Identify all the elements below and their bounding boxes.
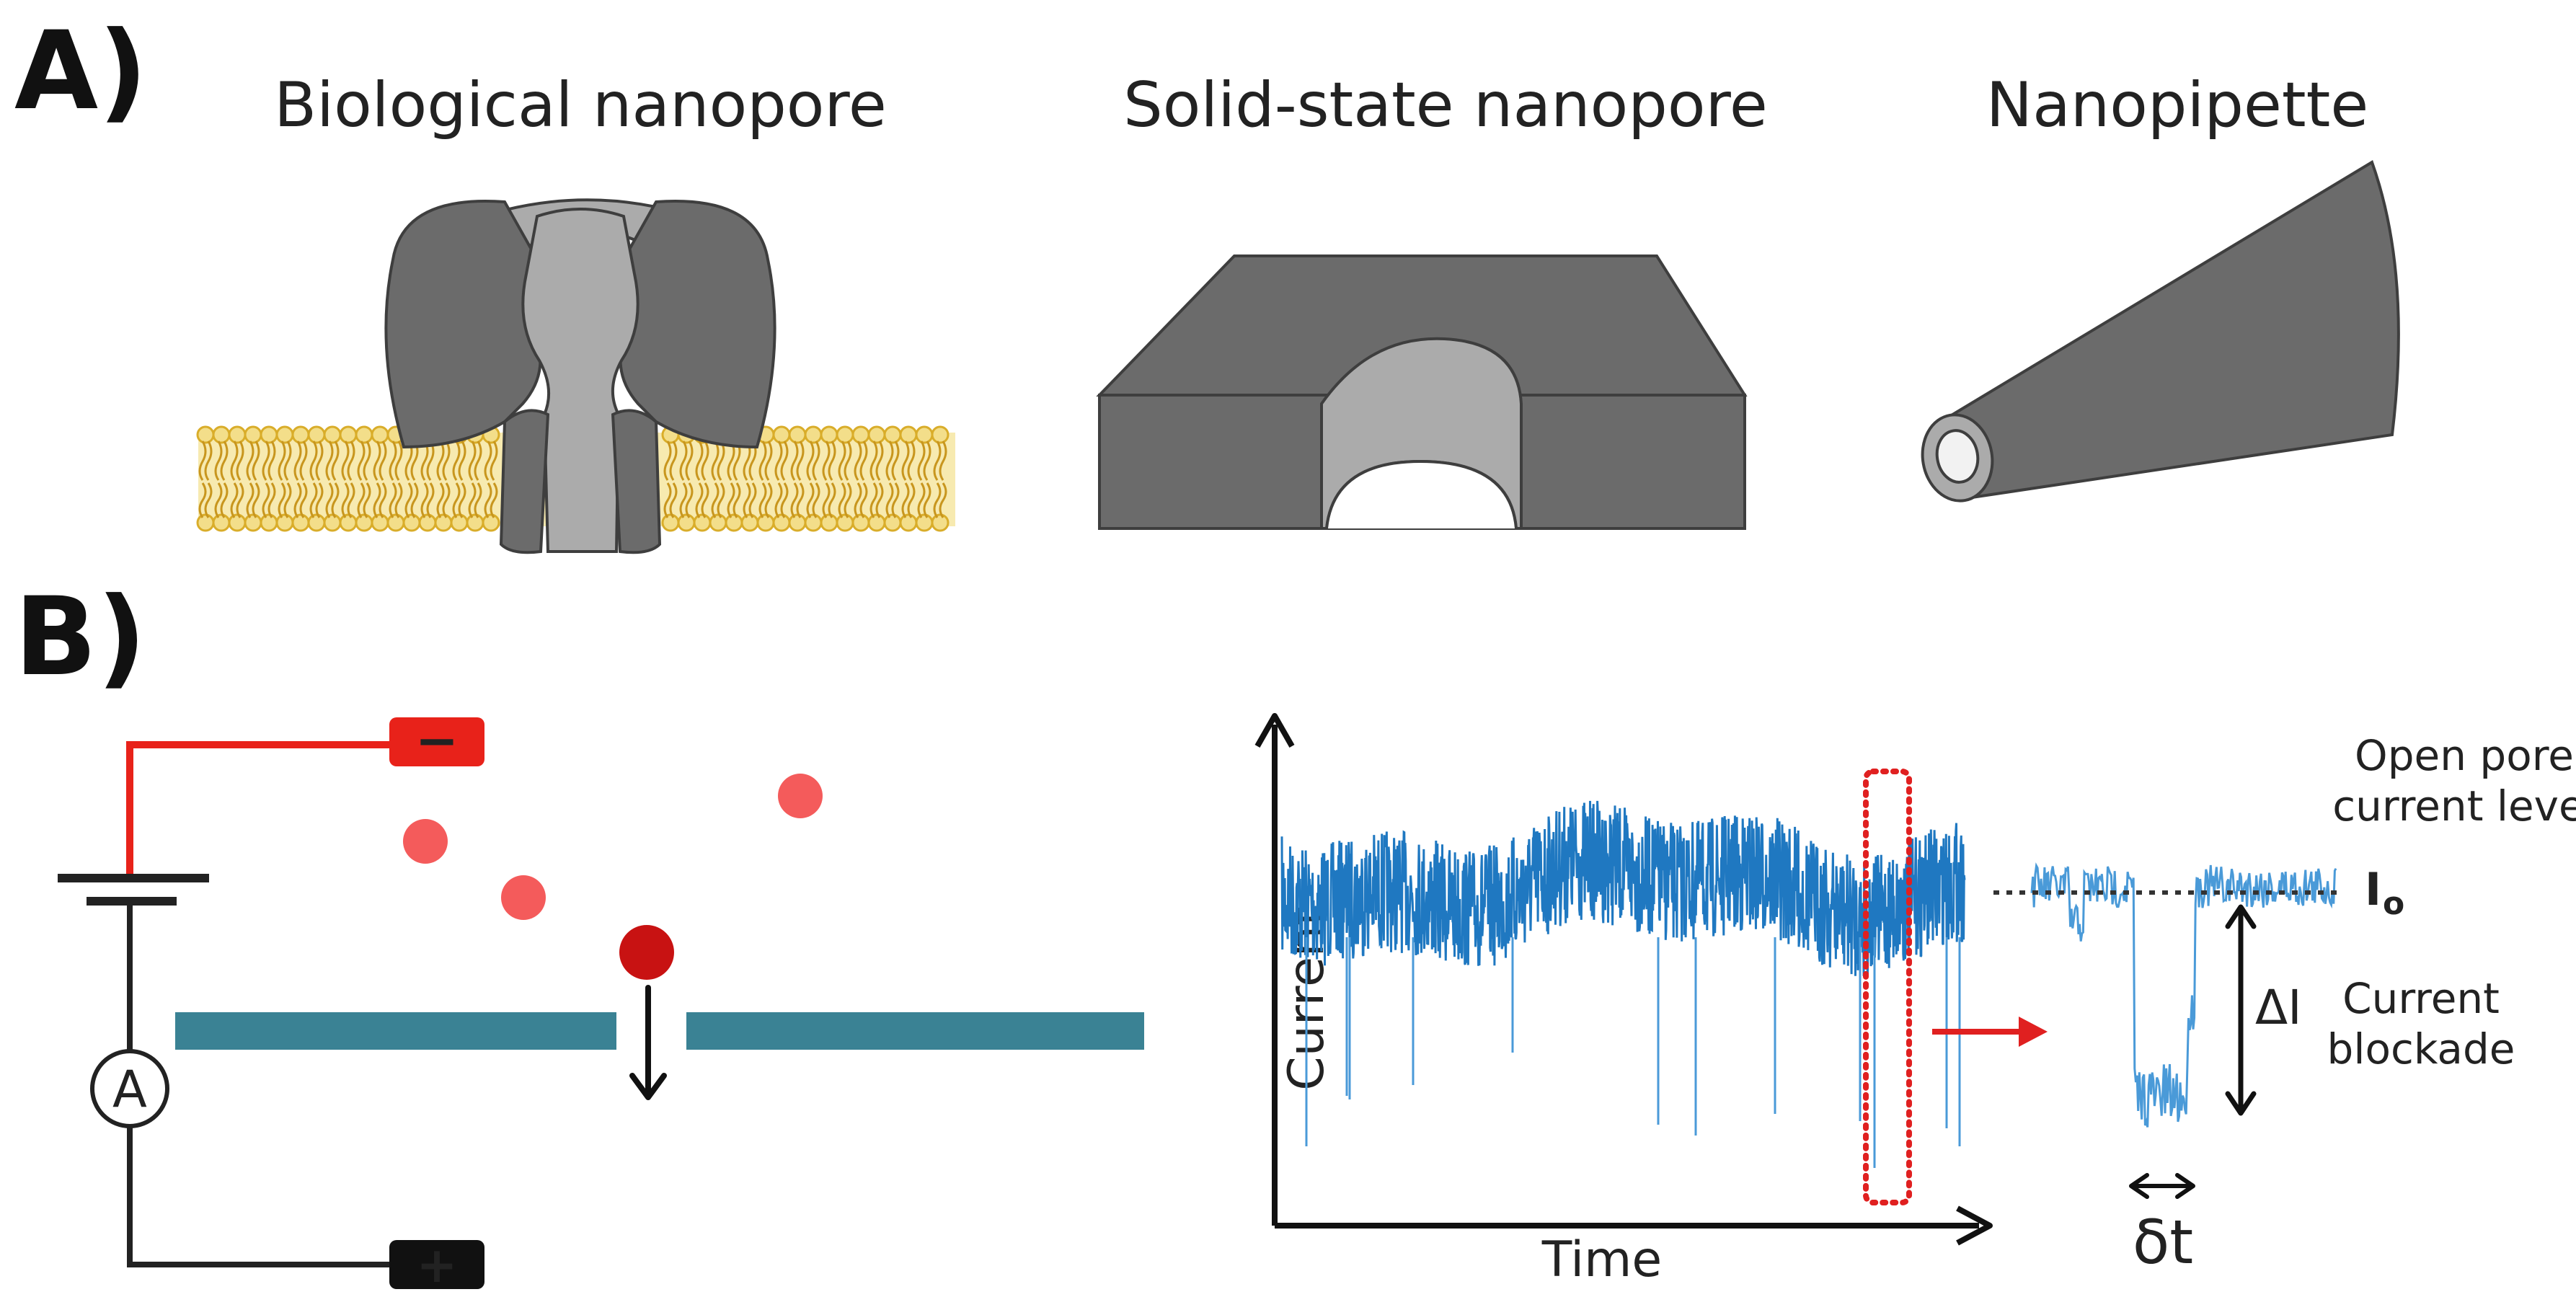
zoom-arrow-icon <box>1932 1017 2048 1047</box>
circuit-wires <box>126 741 397 1267</box>
translocating-particle <box>619 925 674 980</box>
negative-symbol: − <box>415 710 459 771</box>
translocation-arrow-icon <box>629 985 667 1100</box>
event-selection-box <box>1863 769 1912 1205</box>
delta-t-arrow-icon <box>2129 1173 2195 1199</box>
i0-label: I <box>2365 863 2381 916</box>
delta-i-arrow-icon <box>2225 904 2257 1116</box>
protein-pore-icon <box>384 198 776 554</box>
open-pore-label-line1: Open pore <box>2355 731 2574 780</box>
open-pore-label-line2: current level <box>2332 782 2576 831</box>
positive-symbol: + <box>417 1237 458 1294</box>
x-axis-label: Time <box>1541 1231 1662 1288</box>
analyte-particles <box>403 774 823 980</box>
lipid-tails <box>198 441 947 518</box>
delta-i-label: ΔI <box>2255 980 2302 1035</box>
blockade-label-line1: Current <box>2342 974 2500 1023</box>
title-nanopipette: Nanopipette <box>1986 69 2369 141</box>
battery-icon <box>58 874 209 906</box>
membrane-with-pore <box>175 1012 1144 1050</box>
blockade-label-line2: blockade <box>2327 1024 2515 1074</box>
i0-subscript: o <box>2383 885 2404 922</box>
negative-electrode: − <box>389 710 484 771</box>
title-biological-nanopore: Biological nanopore <box>274 69 887 141</box>
positive-electrode: + <box>389 1237 484 1294</box>
solid-state-nanopore-icon <box>1096 254 1748 530</box>
title-solid-state-nanopore: Solid-state nanopore <box>1123 69 1768 141</box>
ammeter-icon: A <box>90 1049 169 1128</box>
ammeter-symbol: A <box>112 1060 147 1119</box>
delta-t-label: δt <box>2133 1207 2193 1278</box>
nanopipette-icon <box>1921 160 2400 503</box>
zoomed-event-trace <box>2030 862 2337 1128</box>
panel-b-label: B) <box>14 575 146 700</box>
plot-axes <box>1254 713 1993 1246</box>
current-trace <box>1280 800 1966 1168</box>
panel-a-label: A) <box>14 9 148 134</box>
